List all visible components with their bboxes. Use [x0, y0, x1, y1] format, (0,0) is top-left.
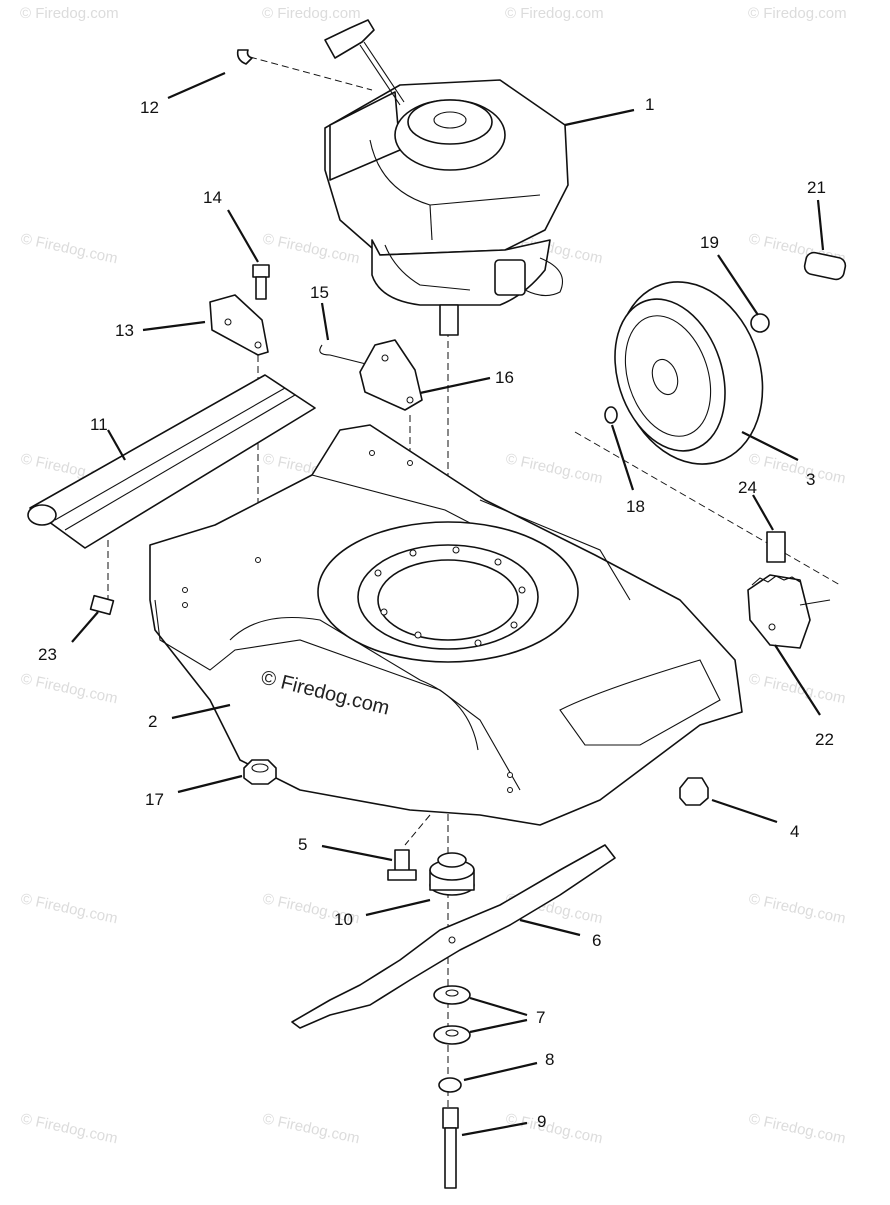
watermark: © Firedog.com	[747, 1110, 847, 1147]
mount-hole	[510, 621, 518, 629]
wheel-axis-line	[574, 431, 841, 586]
callout-label: 19	[700, 233, 719, 252]
watermark: © Firedog.com	[505, 5, 604, 22]
watermark: © Firedog.com	[504, 1110, 604, 1147]
callout-label: 12	[140, 98, 159, 117]
watermark: © Firedog.com	[19, 1110, 119, 1147]
callout-label: 10	[334, 910, 353, 929]
mount-hole	[494, 558, 502, 566]
watermark: © Firedog.com	[19, 890, 119, 927]
deck-hole	[507, 772, 513, 778]
deck-hole	[182, 587, 188, 593]
cap-21-part	[803, 251, 847, 281]
washer-18-part	[604, 406, 618, 424]
callout-label: 24	[738, 478, 757, 497]
engine-part	[324, 19, 569, 336]
mount-hole	[474, 639, 482, 647]
rear-flap-11-part	[27, 374, 316, 549]
callout-label: 11	[90, 415, 108, 434]
watermark: © Firedog.com	[261, 230, 361, 267]
watermark: © Firedog.com	[20, 5, 119, 22]
pin-15-part	[319, 344, 371, 366]
tab-24-part	[766, 531, 786, 563]
callout-label: 16	[495, 368, 514, 387]
adjuster-hole	[768, 623, 776, 631]
nut-19-part	[750, 313, 770, 333]
leader-lines	[71, 71, 825, 1137]
deck-hole	[507, 787, 513, 793]
mower-deck-2-part	[149, 424, 743, 826]
callout-label: 5	[298, 835, 307, 854]
mount-hole	[518, 586, 526, 594]
watermark: © Firedog.com	[747, 670, 847, 707]
nut-4-part	[679, 777, 709, 806]
bolt-9-part	[442, 1107, 459, 1189]
screw-axis-line	[404, 814, 431, 846]
mount-hole	[452, 546, 460, 554]
callout-label: 17	[145, 790, 164, 809]
deck-hole	[182, 602, 188, 608]
callout-label: 15	[310, 283, 329, 302]
nut-17-bore	[251, 763, 269, 773]
watermark: © Firedog.com	[262, 5, 361, 22]
blade-6-part	[291, 844, 616, 1029]
clip-12-part	[236, 49, 253, 65]
deck-hole	[407, 460, 413, 466]
watermark: © Firedog.com	[747, 890, 847, 927]
bracket-hole	[254, 341, 262, 349]
callout-label: 13	[115, 321, 134, 340]
watermark: © Firedog.com	[504, 450, 604, 487]
clip-23-part	[89, 594, 115, 616]
callout-label: 6	[592, 931, 601, 950]
callout-label: 4	[790, 822, 799, 841]
washer-8-part	[438, 1077, 462, 1093]
watermark: © Firedog.com	[261, 1110, 361, 1147]
callout-label: 18	[626, 497, 645, 516]
watermark: © Firedog.com	[19, 670, 119, 707]
mount-hole	[409, 549, 417, 557]
bracket-hole	[381, 354, 389, 362]
bolt-14-part	[252, 264, 270, 300]
mount-hole	[380, 608, 388, 616]
callout-label: 9	[537, 1112, 546, 1131]
bracket-16-part	[359, 339, 423, 411]
watermark: © Firedog.com	[19, 230, 119, 267]
watermark: © Firedog.com	[747, 450, 847, 487]
deck-hole	[369, 450, 375, 456]
callout-label: 1	[645, 95, 654, 114]
clip-12-axis-line	[249, 56, 373, 91]
callout-label: 7	[536, 1008, 545, 1027]
watermark: © Firedog.com	[748, 5, 847, 22]
callout-label: 21	[807, 178, 826, 197]
callout-label: 8	[545, 1050, 554, 1069]
deck-hole	[255, 557, 261, 563]
mount-hole	[414, 631, 422, 639]
washer-7-part	[433, 985, 471, 1045]
height-adjuster-22-part	[747, 574, 831, 649]
callout-label: 3	[806, 470, 815, 489]
bracket-hole	[224, 318, 232, 326]
callout-label: 23	[38, 645, 57, 664]
bracket-13-part	[209, 294, 269, 356]
bolt-5-part	[387, 849, 417, 881]
blade-center-hole	[448, 936, 456, 944]
mount-hole	[374, 569, 382, 577]
callout-label: 2	[148, 712, 157, 731]
callout-label: 22	[815, 730, 834, 749]
bracket-hole	[406, 396, 414, 404]
callout-label: 14	[203, 188, 222, 207]
callout-labels: 12 1 14 13 15 16 11 21 19 3 18 24 22 23 …	[38, 95, 834, 1131]
adapter-10-part	[429, 852, 475, 896]
wheel-3-part	[614, 281, 764, 465]
